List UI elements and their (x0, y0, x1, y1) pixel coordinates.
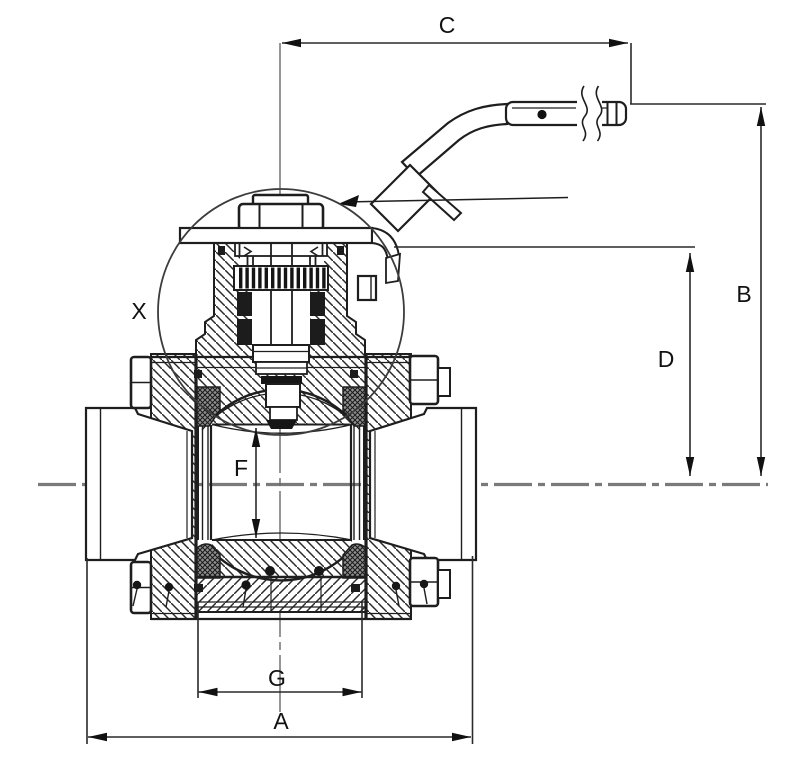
svg-text:A: A (273, 708, 289, 734)
svg-text:C: C (439, 12, 456, 38)
svg-text:D: D (658, 346, 675, 372)
svg-text:G: G (268, 665, 286, 691)
svg-text:X: X (131, 298, 146, 324)
svg-text:B: B (736, 281, 751, 307)
svg-text:F: F (234, 455, 248, 481)
